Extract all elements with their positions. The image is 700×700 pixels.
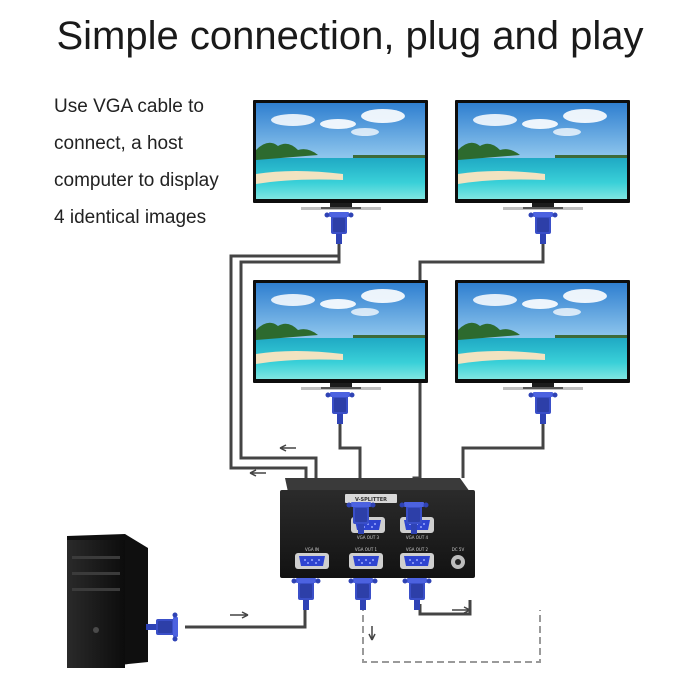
port-vga-out-1: [349, 553, 383, 569]
port-vga-in: [295, 553, 329, 569]
splitter-brand: V-SPLITTER: [355, 497, 387, 503]
vga-connector-icon: [348, 578, 378, 610]
vga-connector-icon: [324, 212, 354, 244]
description-line: 4 identical images: [54, 207, 207, 228]
port-vga-out-2: [400, 553, 434, 569]
vga-connector-icon: [146, 612, 178, 642]
computer-tower-icon: [67, 534, 148, 668]
monitor-icon: [253, 280, 428, 390]
arrow-icon: [249, 469, 266, 477]
headline: Simple connection, plug and play: [56, 14, 644, 58]
arrow-icon: [452, 606, 471, 614]
port-label: VGA OUT 2: [406, 547, 429, 552]
cable-output: [362, 604, 541, 663]
vga-connector-icon: [402, 578, 432, 610]
cable-to-monitor-3: [338, 420, 362, 500]
description-line: Use VGA cable to: [54, 96, 204, 117]
description-text: Use VGA cable to connect, a host compute…: [54, 88, 254, 236]
arrow-icon: [230, 611, 249, 619]
arrow-icon: [279, 444, 296, 452]
monitor-icon: [455, 280, 630, 390]
port-label: DC 5V: [452, 547, 465, 552]
vga-splitter: V-SPLITTER VGA OUT 3 VGA OUT 4 VGA IN VG…: [280, 478, 475, 578]
vga-connector-icon: [528, 392, 558, 424]
port-label: VGA IN: [305, 547, 319, 552]
vga-connector-icon: [291, 578, 321, 610]
monitor-icon: [253, 100, 428, 210]
arrow-icon: [230, 444, 471, 641]
cable-return-2: [418, 600, 472, 616]
port-label: VGA OUT 4: [406, 535, 429, 540]
port-label: VGA OUT 1: [355, 547, 378, 552]
cable-to-monitor-4: [461, 420, 545, 478]
monitor-icon: [455, 100, 630, 210]
vga-connector-icon: [325, 392, 355, 424]
description-line: computer to display: [54, 170, 219, 191]
vga-connector-icon: [528, 212, 558, 244]
cable-from-computer: [185, 604, 307, 629]
port-label: VGA OUT 3: [357, 535, 380, 540]
arrow-icon: [368, 626, 376, 641]
cable-to-monitor-1-inner: [239, 240, 341, 492]
description-line: connect, a host: [54, 133, 183, 154]
